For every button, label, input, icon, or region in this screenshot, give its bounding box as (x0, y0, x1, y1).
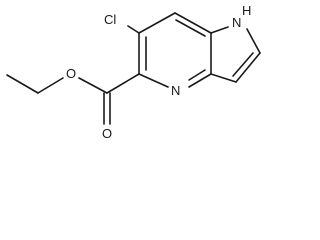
carbonyl-oxygen-label: O (102, 126, 112, 141)
bond-c3a-n4 (188, 73, 212, 88)
bond-c6-c7 (174, 12, 212, 34)
bond-ester-o-ch2 (37, 77, 64, 94)
bond-carbonyl-ester-o (78, 77, 108, 94)
bond-c2-c3-inner (232, 52, 254, 77)
bond-c6-cl (127, 25, 140, 34)
pyrrole-hydrogen-label: H (242, 3, 251, 18)
bond-c7a-n1 (210, 26, 229, 34)
bond-n4-c5 (138, 73, 169, 88)
bond-ch2-ch3 (6, 74, 39, 94)
chemical-structure-diagram: Cl N H N O O (6, 3, 261, 141)
pyrrole-nitrogen-label: N (232, 15, 241, 30)
bond-c5-carbonyl (106, 73, 140, 94)
bond-c6-c7-inner (175, 19, 206, 37)
ester-oxygen-label: O (66, 66, 76, 81)
bond-c6-c7a (138, 12, 176, 34)
bond-c3-c3a (210, 73, 237, 83)
structure-canvas: Cl N H N O O (6, 3, 261, 141)
chlorine-atom-label: Cl (104, 12, 116, 27)
bond-c3a-n4-inner (188, 69, 206, 81)
bond-c2-c3 (235, 52, 261, 83)
bond-n1-c2 (246, 28, 261, 54)
pyridine-nitrogen-label: N (171, 83, 180, 98)
